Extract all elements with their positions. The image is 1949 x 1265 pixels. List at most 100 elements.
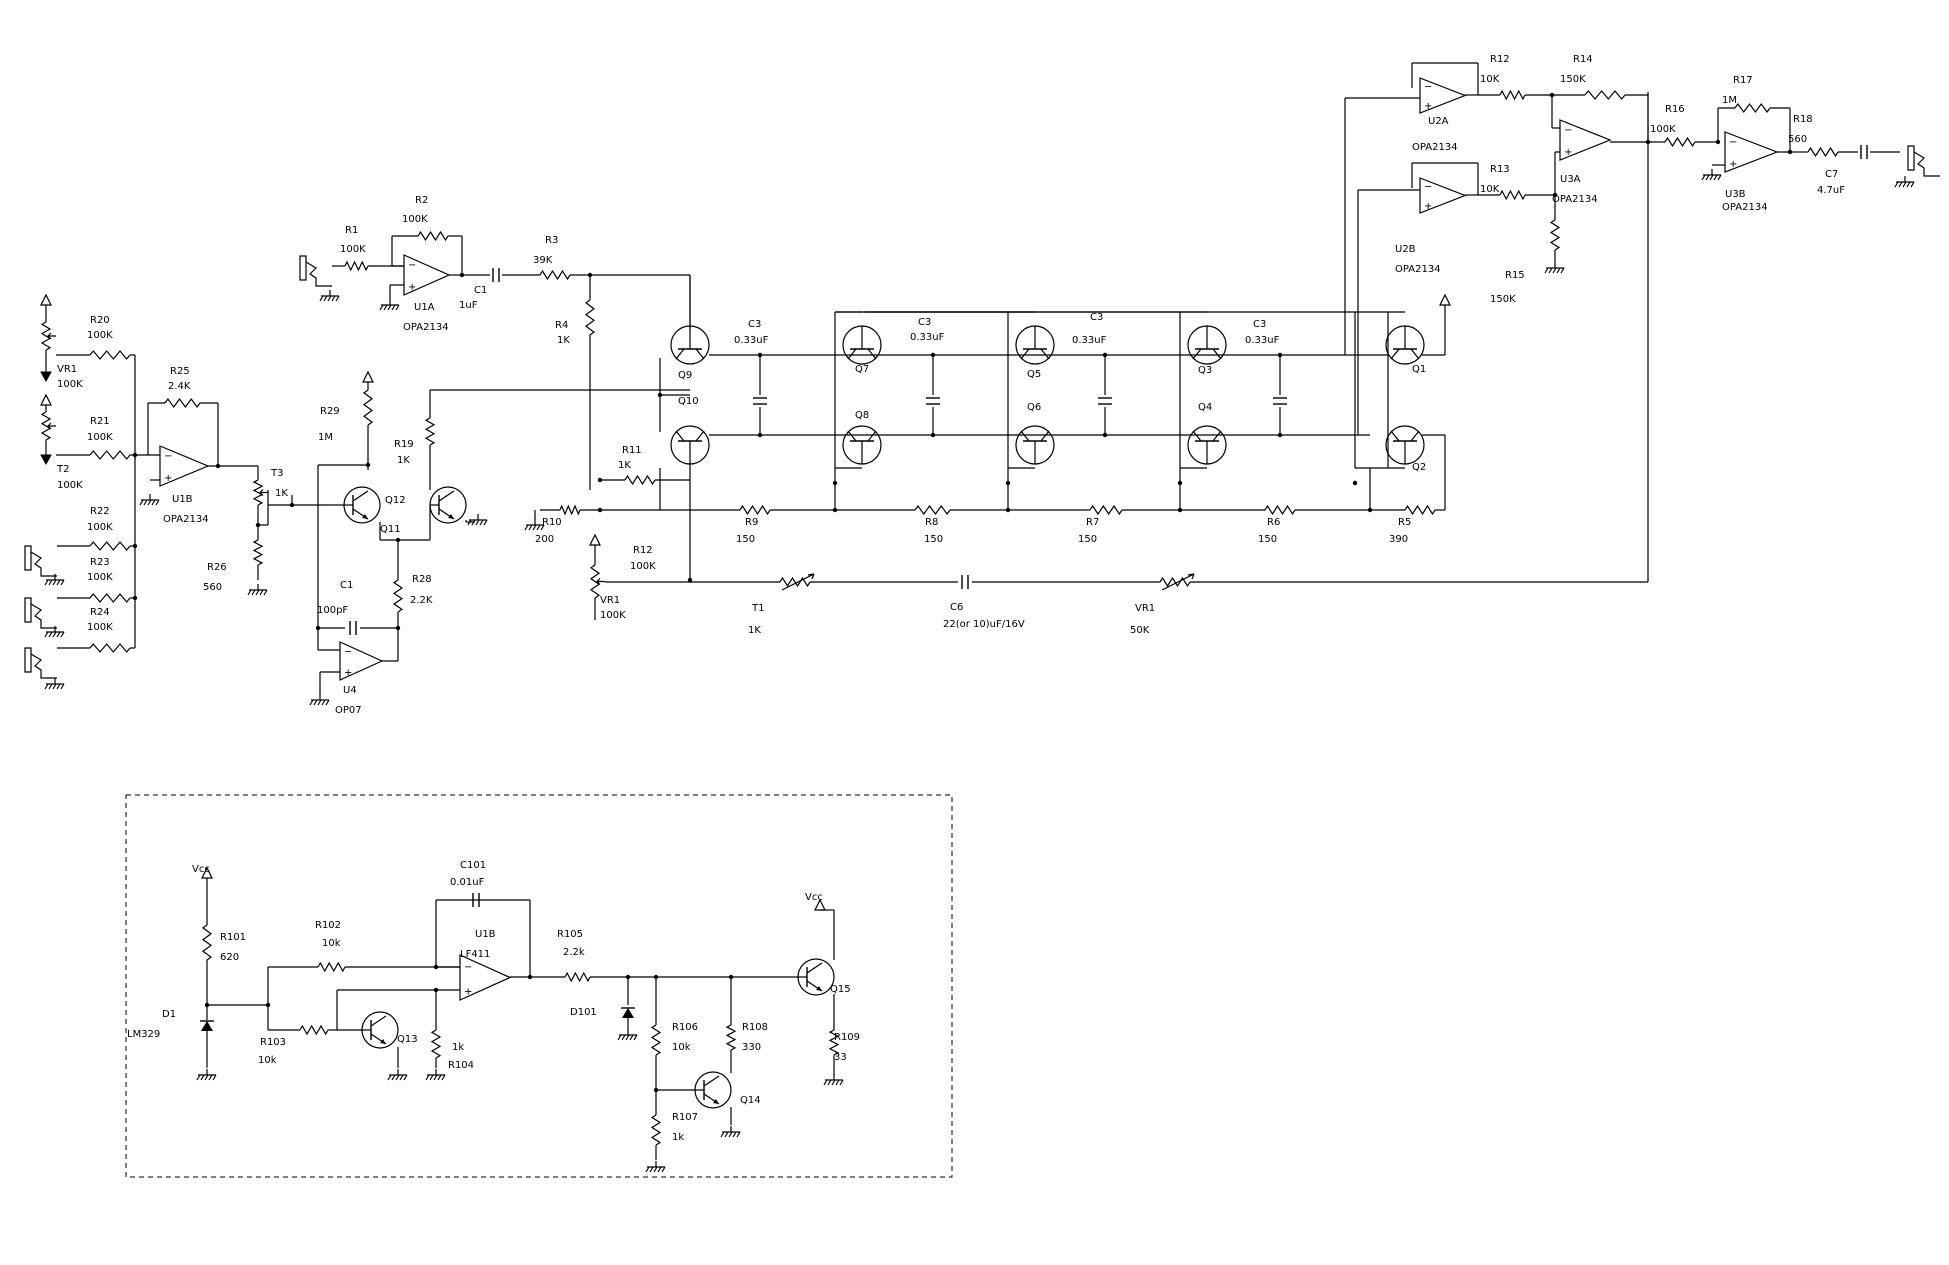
svg-text:−: − — [1729, 137, 1737, 148]
resistor-icon — [392, 579, 404, 613]
diode-icon — [200, 1020, 214, 1031]
label-u2a_part: OPA2134 — [1412, 142, 1458, 153]
resistor-icon — [344, 260, 369, 272]
label-r15: R15 — [1505, 270, 1525, 281]
junction-dot — [657, 392, 663, 398]
label-r109v: 33 — [834, 1052, 847, 1063]
label-r17v: 1M — [1722, 95, 1737, 106]
label-r106: R106 — [672, 1022, 698, 1033]
label-r8v: 150 — [924, 534, 943, 545]
label-q11: Q11 — [380, 524, 401, 535]
resistor-icon — [89, 350, 131, 360]
label-c3av: 0.33uF — [734, 335, 769, 346]
label-c3c: C3 — [1090, 312, 1103, 323]
label-r15v: 150K — [1490, 294, 1516, 305]
resistor-icon — [252, 539, 264, 566]
label-t3v: 1K — [275, 488, 288, 499]
label-r7v: 150 — [1078, 534, 1097, 545]
diode-icon — [621, 1007, 635, 1018]
supply-arrow-icon — [40, 393, 52, 406]
label-q6: Q6 — [1027, 402, 1041, 413]
resistor-icon — [914, 504, 951, 516]
label-c7: C7 — [1825, 169, 1838, 180]
supply-arrow-icon — [814, 898, 826, 911]
transistor-icon — [670, 325, 710, 365]
ground-icon — [319, 290, 340, 302]
label-u3a_part: OPA2134 — [1552, 194, 1598, 205]
label-u1b: U1B — [172, 494, 193, 505]
resistor-icon — [89, 450, 131, 460]
resistor-icon — [89, 643, 131, 653]
label-vr1b: VR1 — [600, 595, 620, 606]
svg-text:+: + — [164, 473, 172, 484]
opamp-icon: −+ — [1419, 77, 1467, 114]
label-u1a_part: OPA2134 — [403, 322, 449, 333]
label-vcc1: Vcc — [192, 864, 210, 875]
transistor-icon — [842, 325, 882, 365]
label-r9v: 150 — [736, 534, 755, 545]
label-r107: R107 — [672, 1112, 698, 1123]
transistor-q15-icon — [797, 958, 835, 996]
svg-text:−: − — [344, 647, 352, 658]
label-r102: R102 — [315, 920, 341, 931]
label-d1_part: LM329 — [127, 1029, 160, 1040]
potentiometer-wiper-icon — [258, 489, 268, 496]
transistor-icon — [1385, 325, 1425, 365]
label-r102v: 10k — [322, 938, 341, 949]
label-r14v: 150K — [1560, 74, 1586, 85]
label-q12: Q12 — [385, 495, 406, 506]
opamp-icon: −+ — [459, 954, 512, 1001]
label-r19v: 1K — [397, 455, 410, 466]
label-r101v: 620 — [220, 952, 239, 963]
label-t2: T2 — [56, 464, 69, 475]
resistor-icon — [564, 971, 591, 983]
label-r12v: 10K — [1480, 74, 1500, 85]
junction-dot — [395, 625, 401, 631]
resistor-icon — [589, 564, 601, 599]
label-r5: R5 — [1398, 517, 1411, 528]
jack-icon — [299, 255, 332, 287]
label-c1b: C1 — [340, 580, 353, 591]
label-r20: R20 — [90, 315, 110, 326]
label-u1b2_part: LF411 — [460, 949, 490, 960]
label-r10v: 200 — [535, 534, 554, 545]
ground-icon — [617, 1029, 638, 1041]
ground-icon — [247, 584, 268, 596]
junction-dot — [930, 432, 936, 438]
resistor-icon — [1499, 189, 1526, 201]
label-r26: R26 — [207, 562, 227, 573]
label-r109: R109 — [834, 1032, 860, 1043]
transistor-icon — [1015, 325, 1055, 365]
label-d1: D1 — [162, 1009, 176, 1020]
label-c3d: C3 — [1253, 319, 1266, 330]
junction-dot — [1277, 432, 1283, 438]
transistor-q13-icon — [361, 1011, 399, 1049]
label-u3a: U3A — [1560, 174, 1581, 185]
label-r20v: 100K — [87, 330, 113, 341]
label-vr1av: 100K — [57, 379, 83, 390]
supply-arrow-icon — [40, 293, 52, 306]
label-r14: R14 — [1573, 54, 1593, 65]
label-c6: C6 — [950, 602, 963, 613]
resistor-icon — [317, 961, 346, 973]
resistor-icon — [40, 411, 52, 441]
junction-dot — [597, 477, 603, 483]
resistor-icon — [299, 1024, 329, 1036]
label-q14: Q14 — [740, 1095, 761, 1106]
label-q13: Q13 — [397, 1034, 418, 1045]
supply-arrow-icon — [201, 866, 213, 879]
resistor-icon — [539, 269, 571, 281]
label-r3: R3 — [545, 235, 558, 246]
supply-arrow-icon — [362, 370, 374, 383]
label-r19: R19 — [394, 439, 414, 450]
label-r17: R17 — [1733, 75, 1753, 86]
supply-arrow-icon — [1439, 293, 1451, 306]
resistor-icon — [1404, 504, 1436, 516]
label-u1b2: U1B — [475, 929, 496, 940]
resistor-icon — [624, 474, 656, 486]
capacitor-icon — [349, 621, 357, 635]
svg-text:−: − — [1564, 125, 1572, 136]
resistor-icon — [1664, 136, 1696, 148]
capacitor-icon — [1098, 397, 1112, 405]
resistor-icon — [1264, 504, 1296, 516]
